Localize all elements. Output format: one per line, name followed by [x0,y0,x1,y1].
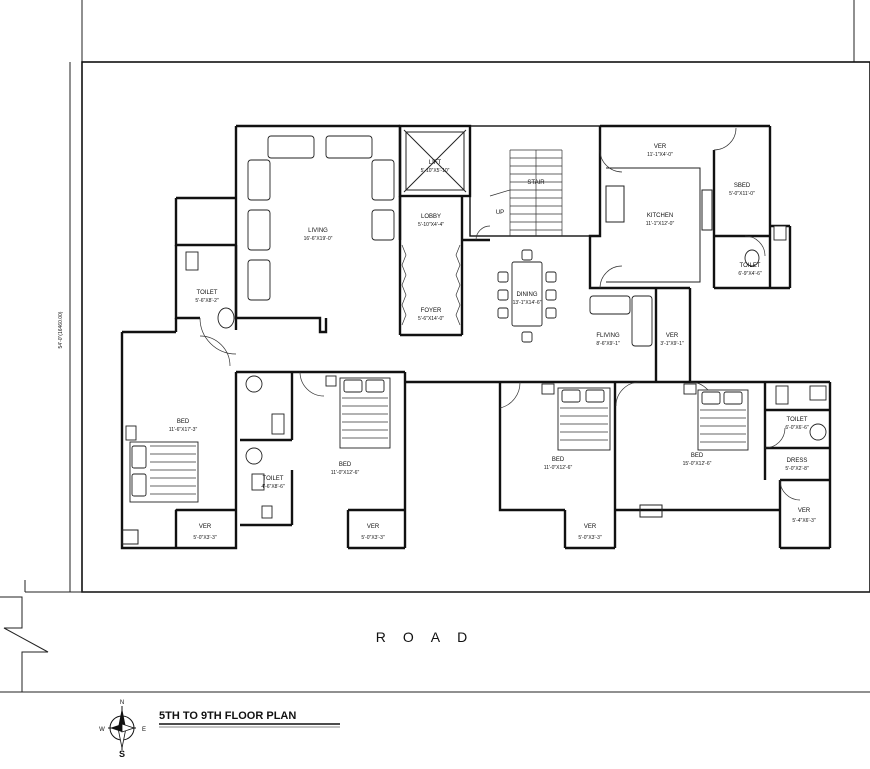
foyer-dim: 5'-6"X14'-0" [418,316,444,322]
ver2-label: VER [367,524,380,530]
ver4-label: VER [798,508,811,514]
toilet-left-label: TOILET [197,290,218,296]
bed2-label: BED [339,462,352,468]
kitchen-dim: 11'-1"X12'-0" [646,221,675,227]
fliving-label: FLIVING [596,333,620,339]
foyer-label: FOYER [421,308,442,314]
side-dimension: 54'-0"(16460.00) [58,311,64,348]
lobby-label: LOBBY [421,214,441,220]
toilet-mid-dim: 4'-6"X8'-6" [261,484,284,490]
dining-table [511,261,543,327]
bed3-dim: 11'-0"X12'-6" [544,465,573,471]
compass-s: S [119,749,125,759]
plan-title: 5TH TO 9TH FLOOR PLAN [159,710,296,722]
compass-w: W [99,727,105,733]
armchair-right-1 [371,159,395,201]
furniture [125,135,827,519]
living-label: LIVING [308,228,328,234]
walls [120,124,832,550]
bed-2 [325,375,391,449]
toilet-mid-label: TOILET [263,476,284,482]
bed-1 [125,425,199,503]
bed4-dim: 15'-0"X12'-6" [683,461,712,467]
ver-kitchen-label: VER [654,144,667,150]
toilet-right-label: TOILET [787,417,808,423]
bed3-label: BED [552,457,565,463]
dining-label: DINING [517,292,538,298]
ver4-dim: 5'-4"X6'-3" [792,518,815,524]
kitchen-label: KITCHEN [647,213,673,219]
ver-kitchen-dim: 11'-1"X4'-0" [647,152,673,158]
dining-dim: 13'-1"X14'-6" [513,300,542,306]
bed-3 [541,383,611,451]
armchair-left-2 [247,209,271,251]
ver-small-dim: 3'-1"X9'-1" [660,341,683,347]
sbed-label: SBED [734,183,751,189]
armchair-right-2 [371,209,395,241]
fliving-dim: 8'-6"X9'-1" [596,341,619,347]
compass-e: E [142,727,146,733]
lobby-dim: 5'-10"X4'-4" [418,222,444,228]
ver-small-label: VER [666,333,679,339]
bed1-label: BED [177,419,190,425]
toilet-sbed-label: TOILET [740,263,761,269]
dress-label: DRESS [787,458,808,464]
toilet-left-dim: 5'-6"X8'-2" [195,298,218,304]
sofa-top-right [325,135,373,159]
doors [199,127,801,501]
armchair-left-1 [247,159,271,201]
road-label: ROAD [376,629,484,645]
ver3-dim: 5'-0"X3'-3" [578,535,601,541]
armchair-left-3 [247,259,271,301]
sbed-dim: 5'-0"X11'-0" [729,191,755,197]
ver2-dim: 5'-0"X3'-3" [361,535,384,541]
stair-label: STAIR [527,180,545,186]
dress-dim: 5'-0"X2'-8" [785,466,808,472]
compass-icon: N S E W [99,700,146,759]
ver3-label: VER [584,524,597,530]
lift-label: LIFT [429,160,442,166]
bed1-dim: 11'-6"X17'-3" [169,427,198,433]
bed-4 [683,383,749,451]
living-dim: 16'-6"X19'-0" [304,236,333,242]
bed2-dim: 11'-0"X12'-6" [331,470,360,476]
compass-n: N [120,700,124,706]
ver1-label: VER [199,524,212,530]
room-labels: LIVING 16'-6"X19'-0" LIFT 5'-10"X5'-10" … [169,144,816,541]
toilet-right-dim: 6'-0"X6'-6" [785,425,808,431]
up-label: UP [496,210,504,216]
bed4-label: BED [691,453,704,459]
sofa-top-left [267,135,315,159]
lift-dim: 5'-10"X5'-10" [421,168,450,174]
site-boundary [0,0,870,693]
ver1-dim: 5'-0"X3'-3" [193,535,216,541]
toilet-sbed-dim: 6'-9"X4'-6" [738,271,761,277]
stair-treads [489,149,563,236]
